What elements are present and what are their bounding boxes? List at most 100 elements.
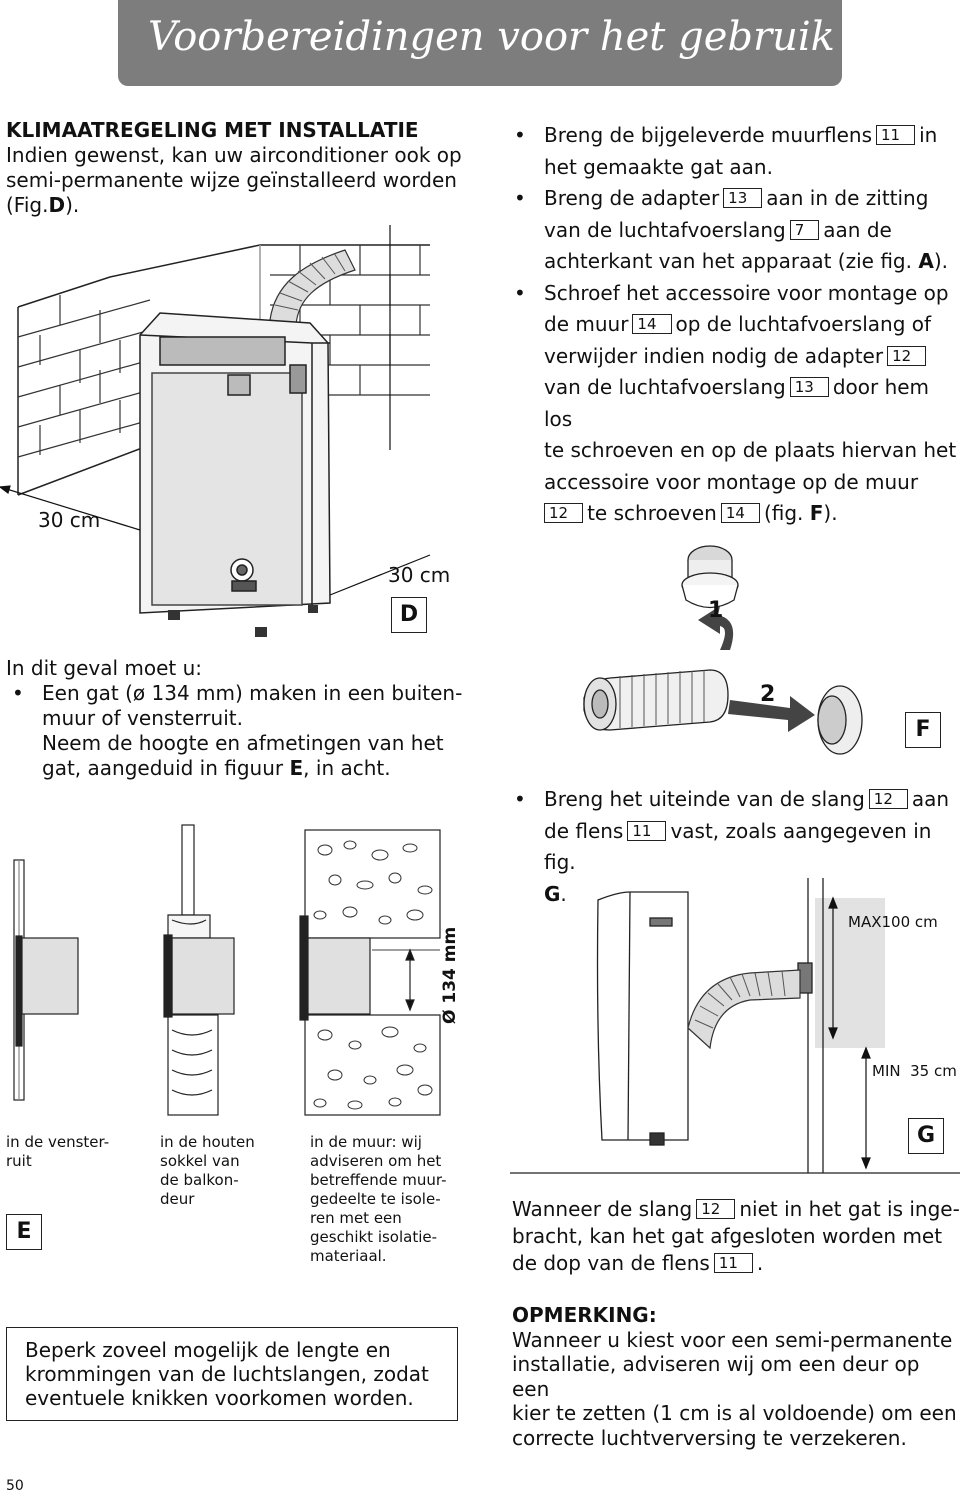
list-text: vast, zoals aangegeven in fig. bbox=[544, 818, 932, 875]
caption-line: in de venster- bbox=[6, 1133, 110, 1151]
page-title: Voorbereidingen voor het gebruik bbox=[148, 14, 835, 60]
part-number: 11 bbox=[713, 1253, 753, 1273]
intro-text: ). bbox=[65, 193, 80, 217]
part-number: 7 bbox=[789, 219, 820, 240]
figure-label-d: D bbox=[391, 597, 427, 633]
list-text: van de luchtafvoerslang bbox=[544, 375, 786, 399]
arrow-label-1: 1 bbox=[708, 598, 724, 623]
caption-line: in de houten bbox=[160, 1133, 255, 1151]
caption-line: in de muur: wij bbox=[310, 1133, 422, 1151]
max-height-label: MAX100 cm bbox=[848, 913, 938, 931]
caption-line: ruit bbox=[6, 1152, 32, 1170]
paragraph-text: Wanneer de slang bbox=[512, 1197, 693, 1221]
caption-line: betreffende muur- bbox=[310, 1171, 447, 1189]
caption-line: materiaal. bbox=[310, 1247, 387, 1265]
list-text: op de luchtafvoerslang of bbox=[675, 312, 932, 336]
caption-line: de balkon- bbox=[160, 1171, 239, 1189]
intro-text: (Fig. bbox=[6, 193, 49, 217]
list-text: Breng de adapter bbox=[544, 186, 720, 210]
steps-title: In dit geval moet u: bbox=[6, 656, 203, 680]
caption-wall: in de muur: wij adviseren om het betreff… bbox=[310, 1133, 460, 1266]
list-text: accessoire voor montage op de muur bbox=[544, 469, 919, 494]
figure-ref: D bbox=[48, 193, 66, 217]
part-number: 14 bbox=[720, 503, 760, 523]
page-number: 50 bbox=[6, 1478, 24, 1494]
part-number: 12 bbox=[696, 1199, 736, 1219]
intro-line: Indien gewenst, kan uw airconditioner oo… bbox=[6, 143, 462, 167]
figure-label-e: E bbox=[6, 1214, 42, 1250]
list-item: Schroef het accessoire voor montage opde… bbox=[508, 278, 958, 530]
paragraph-text: bracht, kan het gat afgesloten worden me… bbox=[512, 1224, 943, 1248]
note-title: OPMERKING: bbox=[512, 1303, 657, 1327]
figure-f-illustration bbox=[583, 545, 863, 755]
paragraph-text: . bbox=[756, 1251, 764, 1275]
list-text: gat, aangeduid in figuur bbox=[42, 756, 290, 780]
tip-line: eventuele knikken voorkomen worden. bbox=[25, 1386, 414, 1410]
figure-ref: G bbox=[544, 881, 561, 906]
list-text: te schroeven en op de plaats hiervan het bbox=[544, 438, 957, 462]
figure-g-illustration bbox=[510, 878, 960, 1174]
caption-wood: in de houten sokkel van de balkon- deur bbox=[160, 1133, 270, 1209]
list-text: door hem los bbox=[544, 375, 930, 431]
list-text: muur of vensterruit. bbox=[42, 706, 243, 730]
paragraph-text: de dop van de flens bbox=[512, 1251, 710, 1275]
figure-label-g: G bbox=[908, 1118, 944, 1154]
list-text: Breng de bijgeleverde muurflens bbox=[544, 123, 872, 147]
figure-e-illustration bbox=[13, 824, 441, 1116]
list-text: Neem de hoogte en afmetingen van het bbox=[42, 731, 444, 755]
intro-section: KLIMAATREGELING MET INSTALLATIE Indien g… bbox=[6, 118, 476, 218]
dimension-left: 30 cm bbox=[38, 508, 101, 532]
list-text: in bbox=[919, 123, 938, 147]
part-number: 12 bbox=[887, 345, 927, 366]
part-number: 12 bbox=[544, 503, 584, 523]
list-text: de flens bbox=[544, 818, 624, 843]
note-line: Wanneer u kiest voor een semi-permanente bbox=[512, 1327, 953, 1352]
caption-line: sokkel van bbox=[160, 1152, 240, 1170]
list-text: ). bbox=[823, 501, 838, 525]
steps-list: Een gat (ø 134 mm) maken in een buiten-m… bbox=[6, 681, 476, 781]
arrow-label-2: 2 bbox=[760, 682, 776, 707]
note-line: correcte luchtverversing te verzekeren. bbox=[512, 1425, 907, 1450]
list-text: van de luchtafvoerslang bbox=[544, 217, 786, 242]
list-text: , in acht. bbox=[303, 756, 391, 780]
intro-line: semi-permanente wijze geïnstalleerd word… bbox=[6, 168, 457, 192]
list-text: Een gat (ø 134 mm) maken in een buiten- bbox=[42, 681, 463, 705]
list-text: aan in de zitting bbox=[766, 186, 929, 210]
part-number: 11 bbox=[627, 820, 667, 841]
figure-ref: E bbox=[289, 756, 304, 780]
list-text: Breng het uiteinde van de slang bbox=[544, 787, 865, 811]
note-line: installatie, adviseren wij om een deur o… bbox=[512, 1352, 920, 1401]
list-text: te schroeven bbox=[587, 501, 717, 525]
tip-line: krommingen van de luchtslangen, zodat bbox=[25, 1362, 429, 1386]
list-text: . bbox=[560, 881, 567, 906]
figure-label-f: F bbox=[905, 712, 941, 748]
list-text: aan bbox=[911, 787, 950, 811]
part-number: 11 bbox=[876, 125, 916, 145]
part-number: 14 bbox=[632, 314, 672, 334]
part-number: 13 bbox=[723, 188, 763, 208]
list-text: achterkant van het apparaat (zie fig. bbox=[544, 249, 919, 273]
list-text: het gemaakte gat aan. bbox=[544, 154, 773, 179]
caption-window: in de venster- ruit bbox=[6, 1133, 126, 1171]
tip-line: Beperk zoveel mogelijk de lengte en bbox=[25, 1338, 391, 1362]
page-header: Voorbereidingen voor het gebruik bbox=[118, 0, 842, 86]
section-heading: KLIMAATREGELING MET INSTALLATIE bbox=[6, 118, 419, 142]
figure-ref: A bbox=[918, 249, 934, 273]
caption-line: deur bbox=[160, 1190, 195, 1208]
caption-line: geschikt isolatie- bbox=[310, 1228, 438, 1246]
list-text: ). bbox=[933, 249, 948, 273]
caption-line: adviseren om het bbox=[310, 1152, 442, 1170]
intro-line: (Fig.D). bbox=[6, 193, 476, 218]
diameter-label: Ø 134 mm bbox=[440, 926, 460, 1024]
part-number: 12 bbox=[868, 789, 908, 809]
tip-box: Beperk zoveel mogelijk de lengte en krom… bbox=[6, 1327, 458, 1421]
list-text: Schroef het accessoire voor montage op bbox=[544, 280, 949, 305]
caption-line: ren met een bbox=[310, 1209, 402, 1227]
note-section: OPMERKING: Wanneer u kiest voor een semi… bbox=[512, 1303, 960, 1450]
